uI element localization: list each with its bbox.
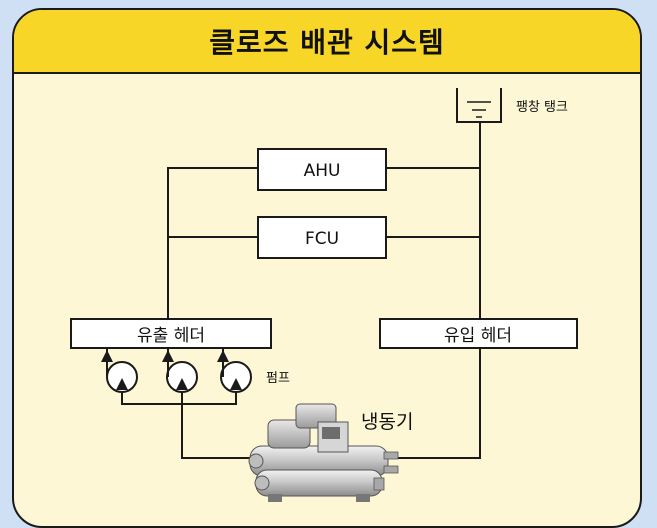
ahu-unit: AHU — [257, 148, 387, 191]
fcu-unit: FCU — [257, 216, 387, 259]
supply-header-label: 유출 헤더 — [137, 326, 205, 346]
return-header-to-chiller-pipe — [380, 347, 481, 459]
supply-riser-pipe — [167, 167, 258, 319]
pump-3 — [217, 350, 252, 393]
fcu-label: FCU — [305, 229, 339, 249]
title-bar: 클로즈 배관 시스템 — [14, 10, 640, 74]
pump-manifold-pipe — [121, 392, 237, 405]
return-header: 유입 헤더 — [379, 318, 578, 349]
pump-1 — [101, 350, 138, 393]
expansion-tank-label: 팽창 탱크 — [516, 100, 568, 115]
pipes — [106, 122, 481, 459]
return-header-label: 유입 헤더 — [444, 326, 512, 346]
supply-header: 유출 헤더 — [70, 318, 272, 349]
diagram-title: 클로즈 배관 시스템 — [209, 26, 445, 59]
pump-label: 펌프 — [266, 371, 290, 386]
chiller-label: 냉동기 — [361, 411, 413, 433]
pump-2 — [162, 350, 198, 393]
ahu-label: AHU — [304, 161, 341, 181]
chiller-to-pump-pipe — [181, 404, 262, 459]
chiller-unit — [248, 403, 399, 502]
expansion-tank — [456, 88, 502, 123]
